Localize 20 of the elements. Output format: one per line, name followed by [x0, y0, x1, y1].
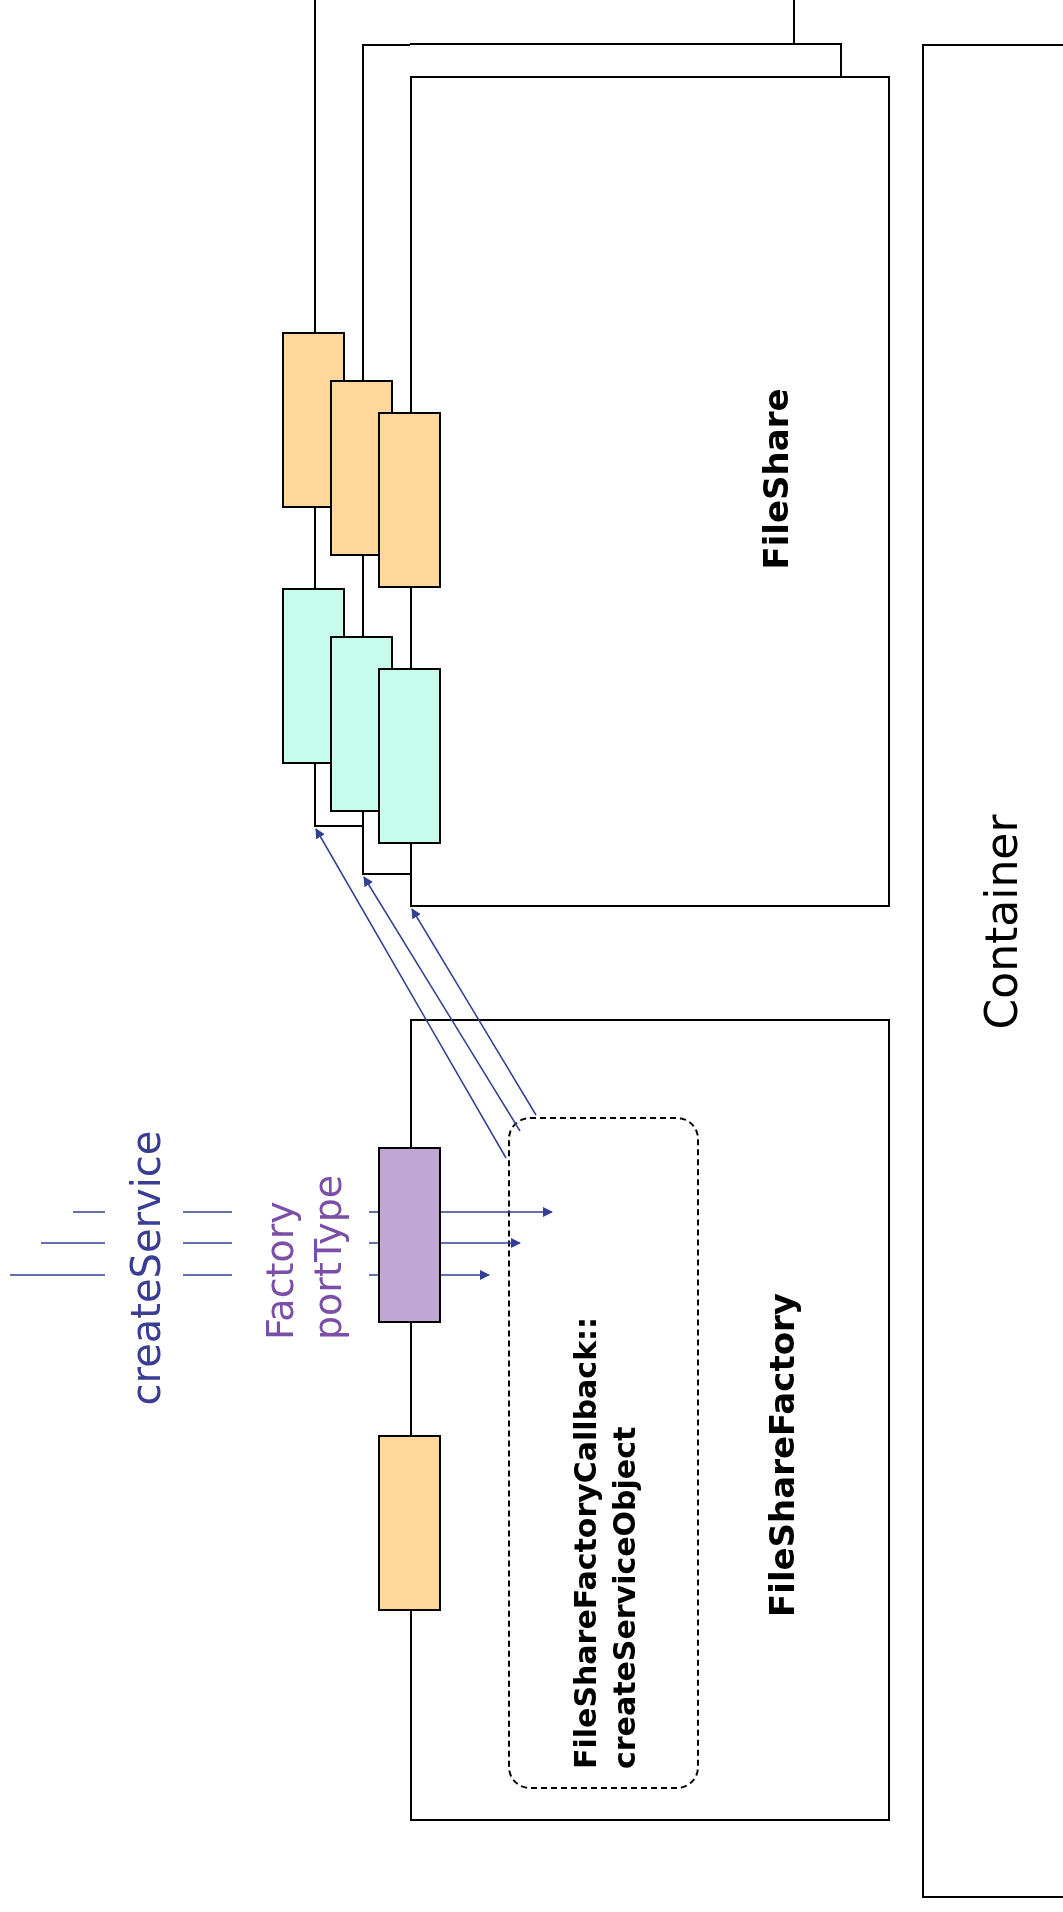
arrow — [363, 876, 521, 1132]
method-name: FileShareFactoryCallback:: createServiceObject — [567, 1315, 643, 1769]
service-box — [410, 76, 890, 907]
container-box — [922, 44, 1063, 1898]
port-label: Factory portType — [256, 1173, 350, 1340]
port-box — [378, 1147, 441, 1323]
arrow — [411, 908, 537, 1116]
port-box — [378, 668, 441, 844]
port-box — [378, 412, 441, 588]
callback-box — [508, 1117, 699, 1789]
operation-label: createService — [122, 1130, 170, 1406]
arrow — [9, 1270, 490, 1280]
box-title: FileShare — [754, 388, 797, 570]
port-box — [378, 1435, 441, 1611]
box-title: FileShareFactory — [760, 1293, 803, 1617]
box-title: Container — [975, 814, 1028, 1030]
arrow — [72, 1207, 553, 1217]
arrow — [315, 828, 507, 1159]
service-box — [410, 1019, 890, 1821]
arrow — [40, 1238, 521, 1248]
